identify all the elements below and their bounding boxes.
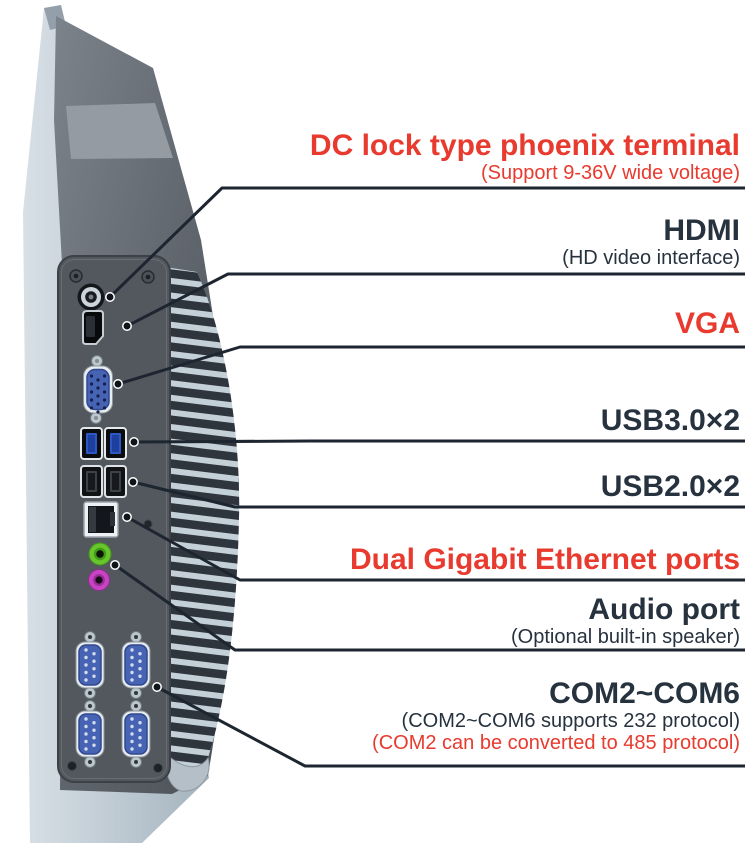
label-hdmi: HDMI (HD video interface) <box>180 214 740 269</box>
vga-port-icon <box>83 355 113 424</box>
label-subtitle: (Support 9-36V wide voltage) <box>480 162 740 184</box>
label-title: USB2.0×2 <box>600 470 740 503</box>
usb2-ports-icon <box>80 465 127 498</box>
label-subtitle: (Optional built-in speaker) <box>511 626 740 648</box>
audio-out-jack-icon <box>88 542 112 566</box>
hdmi-port-icon <box>82 310 104 345</box>
label-subtitle: (COM2~COM6 supports 232 protocol) <box>401 710 740 732</box>
heatsink-fins <box>159 266 240 776</box>
label-com-ports: COM2~COM6 (COM2~COM6 supports 232 protoc… <box>180 677 740 754</box>
label-ethernet: Dual Gigabit Ethernet ports <box>180 543 740 576</box>
mic-jack-icon <box>88 569 110 591</box>
label-subtitle: (HD video interface) <box>562 247 740 269</box>
label-title: COM2~COM6 <box>549 677 740 710</box>
panel-screw-hole <box>67 761 77 771</box>
label-title: HDMI <box>663 214 740 247</box>
ethernet-port-icon <box>83 501 119 538</box>
panel-screw-hole <box>153 763 163 773</box>
dc-power-jack-icon <box>77 283 105 311</box>
label-audio: Audio port (Optional built-in speaker) <box>180 593 740 648</box>
label-usb2: USB2.0×2 <box>180 470 740 503</box>
label-title: DC lock type phoenix terminal <box>309 129 740 162</box>
callout-lines <box>108 186 745 768</box>
device-top-face <box>66 103 173 159</box>
label-title: Dual Gigabit Ethernet ports <box>349 543 740 576</box>
label-title: VGA <box>674 307 740 340</box>
label-title: Audio port <box>588 593 740 626</box>
label-vga: VGA <box>180 307 740 340</box>
callout-dots <box>105 292 162 692</box>
label-usb3: USB3.0×2 <box>180 404 740 437</box>
label-subtitle: (COM2 can be converted to 485 protocol) <box>372 732 740 754</box>
label-title: USB3.0×2 <box>600 404 740 437</box>
label-dc-terminal: DC lock type phoenix terminal (Support 9… <box>180 129 740 184</box>
stand-bracket <box>165 754 210 792</box>
com-serial-ports-icon <box>75 631 151 768</box>
usb3-ports-icon <box>80 427 127 460</box>
